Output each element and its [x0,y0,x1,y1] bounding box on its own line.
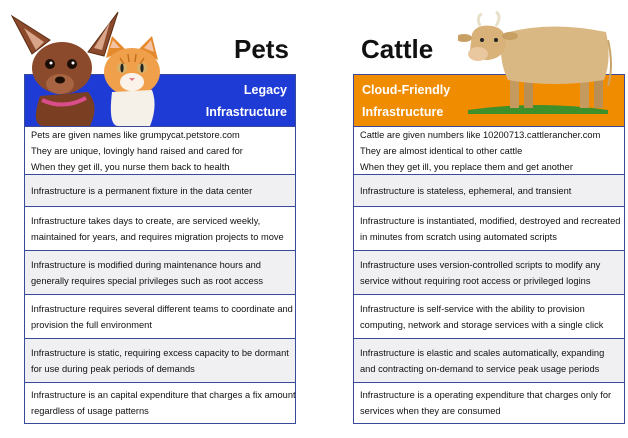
cattle-row-text: computing, network and storage services … [360,319,604,330]
cattle-row-text: Infrastructure uses version-controlled s… [360,259,601,270]
cattle-row-text: Cattle are given numbers like 10200713.c… [360,129,601,140]
pets-row-text: They are unique, lovingly hand raised an… [31,145,243,156]
cattle-row: Infrastructure is self-service with the … [354,295,624,339]
pets-table: Legacy Infrastructure Pets are given nam… [24,74,296,424]
pets-header-line1: Legacy [243,83,287,97]
cattle-header: Cloud-Friendly Infrastructure [354,75,624,127]
cattle-header-line1: Cloud-Friendly [362,83,451,97]
pets-row-text: generally requires special privileges su… [31,275,264,286]
cattle-row: Infrastructure is elastic and scales aut… [354,339,624,383]
cattle-title: Cattle [361,34,434,64]
cattle-row-text: in minutes from scratch using automated … [360,231,557,242]
pets-row: Infrastructure is a permanent fixture in… [25,175,295,207]
cattle-row-text: Infrastructure is stateless, ephemeral, … [360,185,572,196]
kitten-image [104,36,160,126]
cattle-row-text: Infrastructure is instantiated, modified… [360,215,621,226]
cow-image [458,10,612,114]
pets-row-text: Infrastructure is modified during mainte… [31,259,261,270]
cattle-row-text: services when they are consumed [360,406,501,416]
cattle-table: Cloud-Friendly Infrastructure Cattle are… [353,74,625,424]
cattle-row-text: and contracting on-demand to service pea… [360,363,600,374]
cattle-header-line2: Infrastructure [362,105,444,119]
cattle-row: Cattle are given numbers like 10200713.c… [354,127,624,175]
pets-row-text: provision the full environment [31,319,152,330]
cattle-row-text: When they get ill, you replace them and … [360,161,573,172]
pets-row-text: maintained for years, and requires migra… [31,231,284,242]
pets-row-text: for use during peak periods of demands [31,363,195,374]
pets-row: Infrastructure is static, requiring exce… [25,339,295,383]
cattle-row-text: Infrastructure is a operating expenditur… [360,390,612,400]
pets-row: Pets are given names like grumpycat.pets… [25,127,295,175]
pets-row-text: When they get ill, you nurse them back t… [31,161,230,172]
pets-row-text: Infrastructure is a permanent fixture in… [31,185,253,196]
cattle-row-text: Infrastructure is self-service with the … [360,303,585,314]
pets-row-text: regardless of usage patterns [31,406,149,416]
pets-row: Infrastructure takes days to create, are… [25,207,295,251]
pets-row: Infrastructure is modified during mainte… [25,251,295,295]
pets-row-text: Infrastructure is an capital expenditure… [31,390,296,400]
cattle-row-text: service without requiring root access or… [360,275,591,286]
cattle-row: Infrastructure is stateless, ephemeral, … [354,175,624,207]
pets-row: Infrastructure requires several differen… [25,295,295,339]
pets-row: Infrastructure is an capital expenditure… [25,383,296,423]
cattle-row: Infrastructure uses version-controlled s… [354,251,624,295]
pets-row-text: Infrastructure is static, requiring exce… [31,347,289,358]
pets-row-text: Infrastructure takes days to create, are… [31,215,261,226]
cattle-row-text: Infrastructure is elastic and scales aut… [360,347,605,358]
pets-row-text: Pets are given names like grumpycat.pets… [31,129,240,140]
pets-title: Pets [234,34,289,64]
pets-header-line2: Infrastructure [205,105,287,119]
chihuahua-image [10,11,119,126]
cattle-row-text: They are almost identical to other cattl… [360,145,523,156]
cattle-row: Infrastructure is a operating expenditur… [354,383,624,423]
pets-row-text: Infrastructure requires several differen… [31,303,293,314]
cattle-row: Infrastructure is instantiated, modified… [354,207,624,251]
